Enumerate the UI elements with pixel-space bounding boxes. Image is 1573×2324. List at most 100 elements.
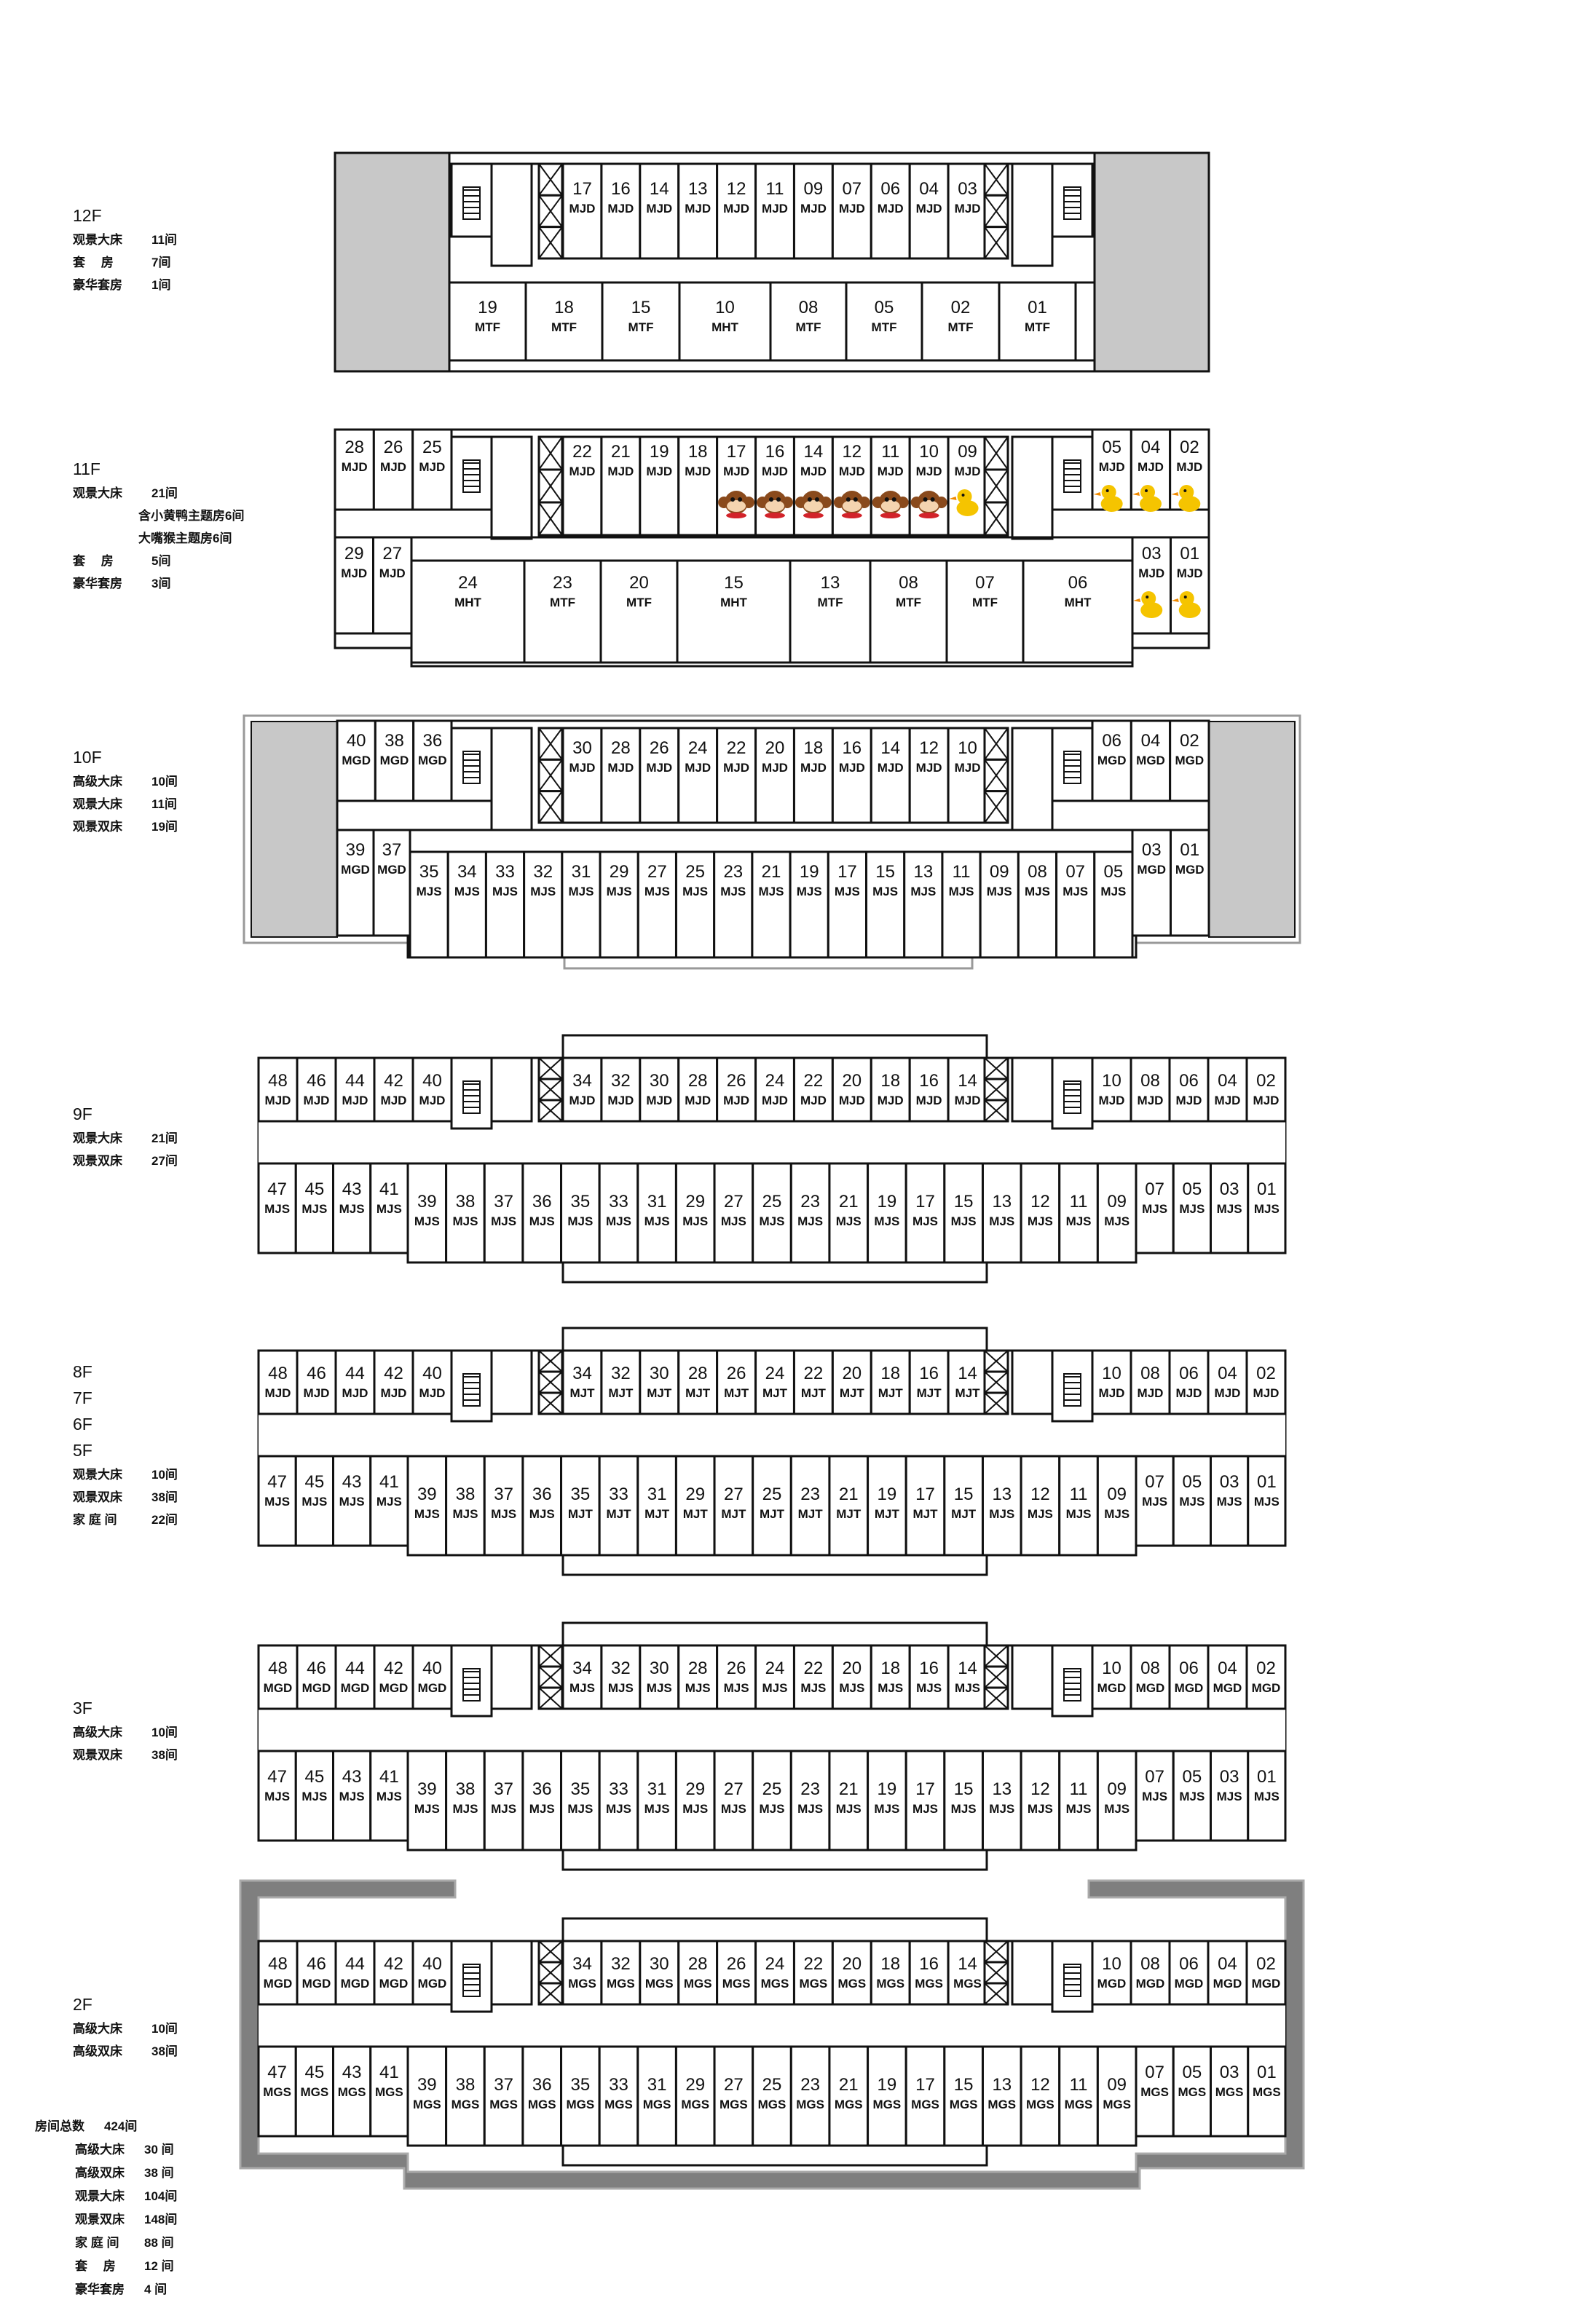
lower-room-type: MJS [452,1507,478,1521]
stair-core [450,162,493,238]
upper-room-type: MJD [762,202,788,216]
upper-room-number: 28 [611,738,631,758]
upper-right-room-type: MGD [1175,1977,1204,1991]
upper-room-number: 13 [688,179,708,199]
lower-room-type: MJT [760,1507,785,1521]
lower-room-number: 37 [494,1192,513,1212]
upper-room-number: 26 [727,1364,746,1383]
corridor [259,2004,1285,2047]
legend-row: 大嘴猴主题房6间 [73,527,244,550]
totals-room-type: 家 庭 间 [75,2236,119,2250]
upper-left-room [372,428,414,511]
shaft-cross [984,1645,1009,1667]
lower-room [483,1750,524,1851]
lower-room [943,1750,984,1851]
upper-left-room-number: 44 [345,1071,365,1091]
monkey-mouth [841,513,862,518]
lower-right-room-number: 03 [1220,1179,1239,1199]
monkey-eye [891,497,896,502]
lower-room-number: 11 [1070,1779,1088,1799]
lower-room [674,1455,716,1557]
upper-right-room [1168,1056,1210,1123]
lower-room-type: MJS [760,1802,785,1816]
upper-room-type: MGS [915,1977,943,1991]
lower-room [406,1455,448,1557]
upper-room-type: MJT [762,1386,788,1400]
lower-left-room-type: MJS [339,1495,365,1509]
stair-flight [1063,1668,1081,1702]
duck-eye [1183,489,1187,492]
upper-room-number: 18 [804,738,824,758]
lower-room-type: MJS [836,1214,862,1228]
upper-room-number: 11 [881,442,899,462]
stair-flight [462,186,481,220]
upper-left-room [257,1349,299,1415]
upper-room-number: 09 [804,179,824,199]
lower-left-room-number: 39 [346,840,366,860]
stair-core [1051,435,1094,511]
lower-room-number: 12 [1030,1779,1050,1799]
upper-room-number: 32 [611,1364,631,1383]
upper-left-room-number: 40 [347,731,366,751]
duck-beak [949,497,957,500]
lower-room-number: 31 [647,2075,667,2095]
upper-left-room-type: MJD [304,1386,330,1400]
lower-left-room-type: MJS [264,1202,290,1216]
upper-left-room-type: MGD [418,1977,447,1991]
monkey-icon [872,491,909,518]
lower-room-number: 31 [647,1485,667,1504]
lower-room-number: 13 [992,1779,1012,1799]
monkey-face [919,500,939,512]
upper-room-type: MGS [684,1977,712,1991]
lower-right-room [1172,1162,1212,1254]
lower-room [981,1455,1022,1557]
upper-left-room [411,428,453,511]
legend-room-count: 27间 [151,1154,178,1168]
upper-left-room-type: MJD [381,1094,407,1107]
upper-right-room-type: MGD [1136,1681,1165,1695]
upper-room [639,1940,680,2006]
lower-room-number: 21 [762,862,781,882]
lower-right-room-number: 07 [1145,2063,1164,2082]
lower-room-number: 34 [457,862,477,882]
monkey-eye [923,497,928,502]
lower-left-room [334,536,374,635]
lower-room [789,850,829,959]
stair-flight [1063,186,1081,220]
upper-room-type: MJD [607,465,634,478]
monkey-eye [769,497,773,502]
upper-left-room [336,719,377,802]
upper-room-number: 10 [919,442,939,462]
stair-core [1051,162,1094,238]
lower-right-room [1247,2045,1287,2138]
upper-right-room-number: 08 [1140,1364,1160,1383]
upper-left-room-type: MGD [341,1681,370,1695]
lower-room-number: 02 [951,298,971,317]
lower-room-number: 29 [685,1779,705,1799]
upper-right-room-number: 06 [1102,731,1121,751]
lower-room-type: MGS [987,2098,1016,2111]
lower-left-room-number: 47 [267,1472,287,1492]
upper-room-number: 18 [688,442,708,462]
upper-room-type: MJD [916,1094,942,1107]
upper-room-type: MJD [955,761,981,775]
upper-room-type: MJD [762,1094,788,1107]
lower-room-number: 20 [629,573,649,593]
service-room [490,162,533,267]
upper-room-number: 17 [727,442,746,462]
upper-room [792,1056,834,1123]
stair-flight [1063,1964,1081,1997]
lower-right-room-number: 03 [1142,840,1162,860]
upper-room-type: MJD [607,761,634,775]
shaft-cross [538,1983,563,2005]
monkey-eye [884,497,889,502]
shaft-cross [984,1099,1009,1122]
lower-room [560,1750,601,1851]
lower-room-type: MJS [454,885,480,898]
lower-left-room [369,2045,409,2138]
